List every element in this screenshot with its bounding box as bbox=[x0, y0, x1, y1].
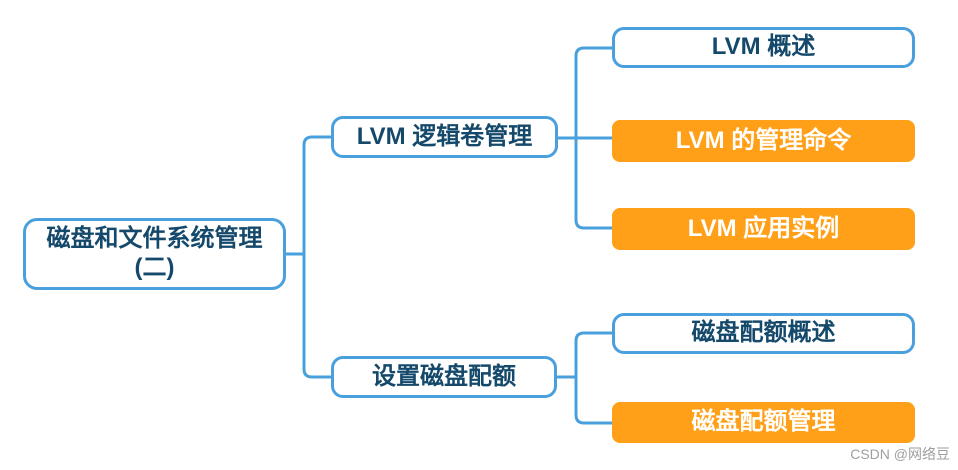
node-leaf-lvm-examples: LVM 应用实例 bbox=[612, 208, 915, 250]
leaf-quota-management-label: 磁盘配额管理 bbox=[691, 408, 836, 436]
leaf-quota-overview-label: 磁盘配额概述 bbox=[691, 319, 836, 347]
node-leaf-lvm-overview: LVM 概述 bbox=[612, 27, 915, 68]
node-leaf-quota-management: 磁盘配额管理 bbox=[612, 402, 915, 443]
leaf-lvm-commands-label: LVM 的管理命令 bbox=[675, 126, 852, 154]
connector-left-trunk bbox=[302, 135, 331, 379]
node-branch-lvm: LVM 逻辑卷管理 bbox=[331, 116, 558, 158]
branch-lvm-label: LVM 逻辑卷管理 bbox=[356, 122, 533, 150]
node-root: 磁盘和文件系统管理 (二) bbox=[23, 218, 286, 290]
branch-quota-label: 设置磁盘配额 bbox=[372, 362, 516, 390]
csdn-watermark: CSDN @网络豆 bbox=[850, 446, 950, 462]
root-label-line1: 磁盘和文件系统管理 bbox=[46, 225, 263, 253]
root-label-line2: (二) bbox=[134, 254, 175, 281]
connector-branch2-trunk bbox=[574, 331, 612, 425]
connector-branch1-trunk bbox=[574, 46, 612, 230]
node-leaf-quota-overview: 磁盘配额概述 bbox=[612, 313, 915, 354]
node-leaf-lvm-commands: LVM 的管理命令 bbox=[612, 120, 915, 162]
node-branch-quota: 设置磁盘配额 bbox=[331, 356, 557, 398]
leaf-lvm-overview-label: LVM 概述 bbox=[711, 33, 816, 61]
leaf-lvm-examples-label: LVM 应用实例 bbox=[687, 214, 840, 242]
